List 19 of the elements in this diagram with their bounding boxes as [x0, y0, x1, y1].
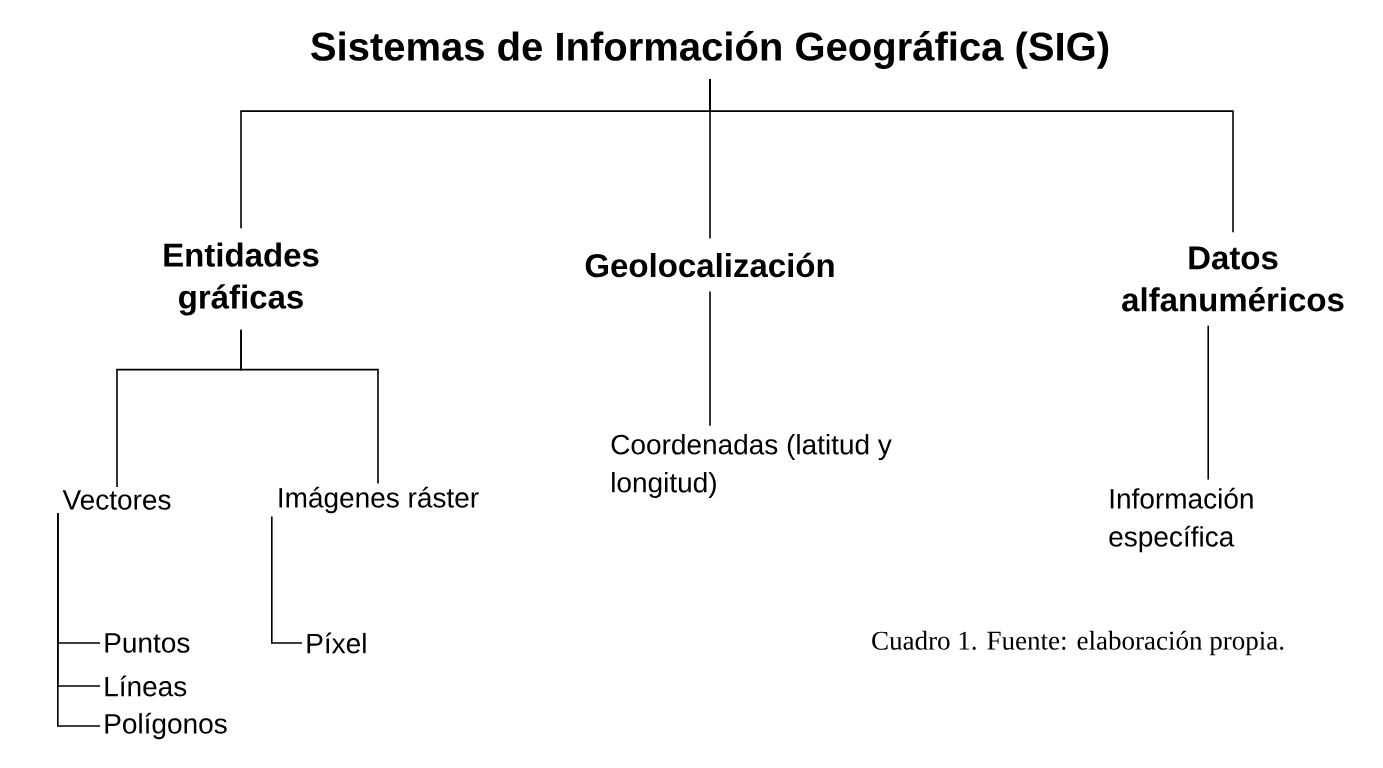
leaf-label: Vectores	[62, 490, 171, 510]
heading: Datos alfanuméricos	[1122, 246, 1344, 312]
leaf-label: Líneas	[105, 675, 187, 697]
leaf-label: Polígonos	[105, 712, 227, 740]
heading: Entidades gráficas	[164, 242, 319, 316]
caption: Cuadro 1. Fuente: elaboración propia.	[872, 630, 1284, 656]
leaf-label: Puntos	[105, 633, 190, 653]
connector-line	[709, 78, 1234, 234]
leaf-label: Información específica	[1109, 487, 1253, 553]
connector-line	[57, 512, 101, 727]
heading: Geolocalización	[585, 252, 834, 278]
connector-line	[240, 328, 379, 485]
leaf-label: Imágenes ráster	[279, 486, 479, 514]
title: Sistemas de Información Geográfica (SIG)	[311, 31, 1109, 69]
connector-line	[709, 290, 711, 427]
leaf-label: Píxel	[307, 632, 366, 654]
leaf-label: Coordenadas (latitud y longitud)	[611, 433, 892, 499]
connector-line	[271, 515, 303, 644]
connector-line	[1207, 324, 1209, 481]
